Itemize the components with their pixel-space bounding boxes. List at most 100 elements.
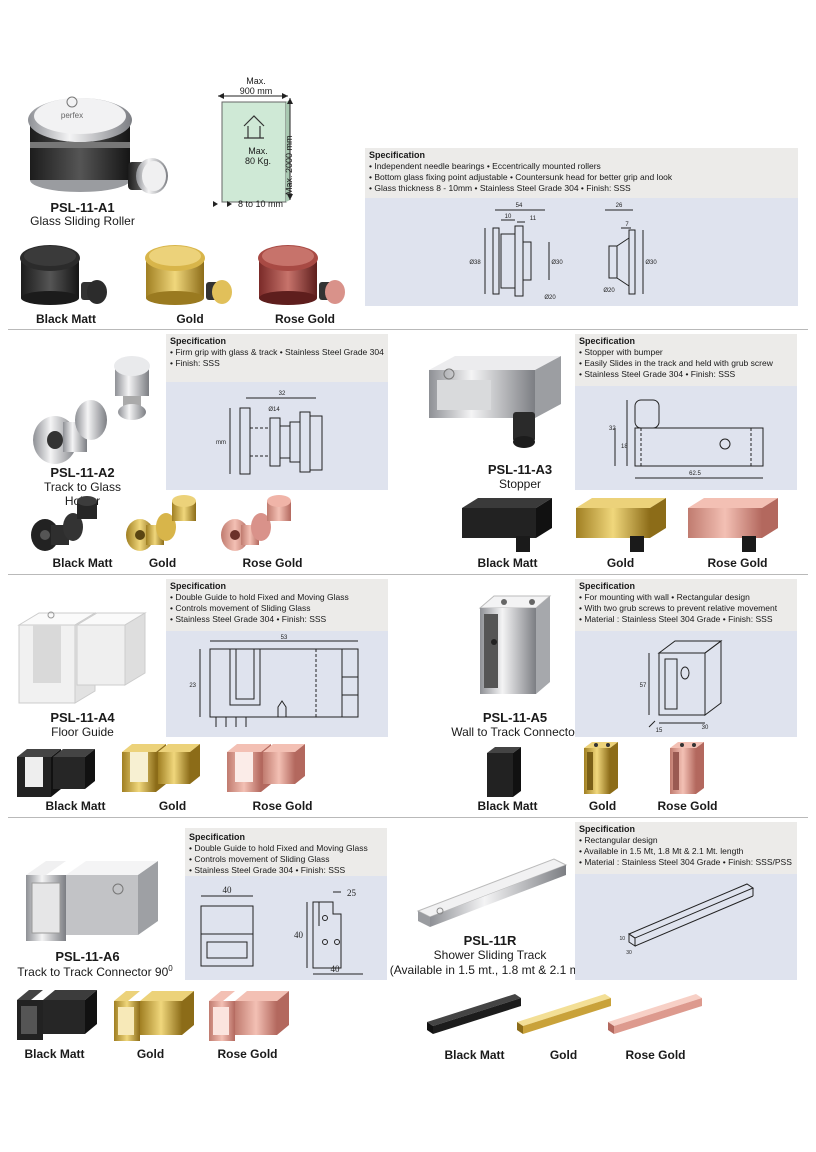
dim-label: 62.5 bbox=[689, 471, 701, 477]
section-divider bbox=[8, 329, 808, 330]
dim-label: Ø14 bbox=[268, 407, 280, 413]
product-name-text: Track to Track Connector 90 bbox=[17, 965, 169, 979]
dim-label: Ø38 bbox=[469, 260, 481, 266]
variant-image-rose-gold bbox=[688, 498, 778, 552]
product-code: PSL-11-A1 bbox=[50, 200, 115, 215]
spec-line: • Firm grip with glass & track • Stainle… bbox=[170, 347, 384, 357]
variant-image-black bbox=[17, 749, 95, 797]
variant-label-gold: Gold bbox=[158, 799, 187, 813]
spec-line: • Rectangular design bbox=[579, 835, 658, 845]
spec-line: • Stopper with bumper bbox=[579, 347, 663, 357]
variant-label-gold: Gold bbox=[176, 312, 204, 326]
variant-image-rose-gold bbox=[258, 245, 345, 305]
spec-line: • Bottom glass fixing point adjustable •… bbox=[369, 172, 673, 182]
spec-panel-a3: Specification • Stopper with bumper • Ea… bbox=[575, 334, 797, 386]
spec-line: • Stainless Steel Grade 304 • Finish: SS… bbox=[189, 865, 346, 875]
variant-image-black bbox=[427, 994, 521, 1034]
dim-label: 11 bbox=[530, 216, 537, 222]
variant-label-black: Black Matt bbox=[444, 1048, 505, 1062]
variant-image-gold bbox=[114, 991, 194, 1041]
spec-line: • Double Guide to hold Fixed and Moving … bbox=[189, 843, 368, 853]
variant-label-black: Black Matt bbox=[52, 556, 113, 570]
variant-label-black: Black Matt bbox=[477, 799, 538, 813]
dim-label: 25 bbox=[347, 888, 357, 898]
spec-title: Specification bbox=[170, 336, 227, 346]
spec-panel-a5: Specification • For mounting with wall •… bbox=[575, 579, 797, 631]
spec-line: • Glass thickness 8 - 10mm • Stainless S… bbox=[369, 183, 631, 193]
spec-panel-a1: Specification • Independent needle beari… bbox=[365, 148, 798, 198]
dim-label: 40 bbox=[223, 885, 233, 895]
variant-image-black bbox=[462, 498, 552, 552]
spec-line: • Material : Stainless Steel 304 Grade •… bbox=[579, 614, 773, 624]
product-code: PSL-11-A2 bbox=[50, 465, 115, 480]
variant-image-rose-gold bbox=[227, 744, 305, 792]
variant-image-gold bbox=[122, 744, 200, 792]
floor-guide-product-image bbox=[17, 611, 147, 704]
spec-line: • Available in 1.5 Mt, 1.8 Mt & 2.1 Mt. … bbox=[579, 846, 744, 856]
stopper-product-image bbox=[429, 356, 561, 448]
roller-product-image: perfex bbox=[28, 96, 168, 194]
variant-label-black: Black Matt bbox=[45, 799, 106, 813]
spec-line: • With two grub screws to prevent relati… bbox=[579, 603, 778, 613]
variant-label-rose-gold: Rose Gold bbox=[252, 799, 313, 813]
dim-max-height: Max. 2000 mm bbox=[284, 135, 294, 195]
variant-label-black: Black Matt bbox=[477, 556, 538, 570]
spec-line: • Stainless Steel Grade 304 • Finish: SS… bbox=[579, 369, 736, 379]
variant-image-rose-gold bbox=[221, 495, 291, 551]
dim-label: 53 bbox=[281, 635, 288, 641]
variant-image-black bbox=[31, 496, 97, 551]
variant-label-rose-gold: Rose Gold bbox=[242, 556, 303, 570]
variant-label-rose-gold: Rose Gold bbox=[707, 556, 768, 570]
spec-line: • Stainless Steel Grade 304 • Finish: SS… bbox=[170, 614, 327, 624]
spec-line: • For mounting with wall • Rectangular d… bbox=[579, 592, 750, 602]
spec-line: • Controls movement of Sliding Glass bbox=[170, 603, 311, 613]
variant-label-gold: Gold bbox=[136, 1047, 165, 1061]
product-name: Track to Track Connector 900 bbox=[10, 964, 180, 979]
product-code: PSL-11-A5 bbox=[482, 710, 548, 725]
technical-drawing-a6: 40 40 40 25 bbox=[185, 876, 387, 980]
dim-max-width: Max. 900 mm bbox=[239, 76, 273, 96]
technical-drawing-a3: 32 18 62.5 bbox=[575, 386, 797, 490]
variant-label-gold: Gold bbox=[148, 556, 177, 570]
glass-panel-diagram bbox=[213, 93, 293, 207]
dim-label: 57 bbox=[640, 683, 647, 689]
product-code: PSL-11-A3 bbox=[487, 462, 553, 477]
variant-image-black bbox=[17, 990, 97, 1040]
dim-label: Ø30 bbox=[551, 260, 563, 266]
spec-title: Specification bbox=[579, 824, 636, 834]
wall-connector-product-image bbox=[478, 595, 552, 694]
section-divider bbox=[8, 817, 808, 818]
product-code: PSL-11-A6 bbox=[55, 949, 120, 964]
variant-label-black: Black Matt bbox=[35, 312, 97, 326]
variant-image-gold bbox=[584, 742, 618, 794]
variant-label-gold: Gold bbox=[606, 556, 635, 570]
variant-image-black bbox=[20, 245, 107, 305]
spec-line: • Independent needle bearings • Eccentri… bbox=[369, 161, 601, 171]
product-code: PSL-11R bbox=[463, 933, 517, 948]
availability-note: (Available in 1.5 mt., 1.8 mt & 2.1 mt.) bbox=[389, 963, 591, 977]
dim-label: 10 bbox=[619, 936, 625, 942]
brand-logo: perfex bbox=[61, 111, 83, 120]
spec-line: • Finish: SSS bbox=[170, 358, 220, 368]
dim-label: 18 bbox=[621, 444, 628, 450]
spec-panel-a4: Specification • Double Guide to hold Fix… bbox=[166, 579, 388, 631]
spec-line: • Material : Stainless Steel 304 Grade •… bbox=[579, 857, 792, 867]
dim-label: 10 bbox=[505, 214, 512, 220]
dim-label: mm bbox=[216, 440, 226, 446]
technical-drawing-a2: 32 Ø14 mm bbox=[166, 382, 388, 490]
section-divider bbox=[8, 574, 808, 575]
dim-label: 23 bbox=[189, 683, 196, 689]
spec-title: Specification bbox=[369, 150, 426, 160]
spec-title: Specification bbox=[170, 581, 227, 591]
dim-label: Ø20 bbox=[544, 295, 556, 301]
variant-label-rose-gold: Rose Gold bbox=[217, 1047, 278, 1061]
spec-line: • Double Guide to hold Fixed and Moving … bbox=[170, 592, 349, 602]
variant-image-rose-gold bbox=[608, 994, 702, 1034]
variant-image-rose-gold bbox=[209, 991, 289, 1041]
dim-thickness: 8 to 10 mm bbox=[238, 199, 284, 209]
dim-label: 15 bbox=[656, 728, 663, 734]
dim-label: 32 bbox=[609, 426, 616, 432]
variant-image-black bbox=[487, 747, 521, 797]
variant-image-gold bbox=[126, 495, 196, 551]
product-name: Shower Sliding Track bbox=[433, 948, 547, 962]
